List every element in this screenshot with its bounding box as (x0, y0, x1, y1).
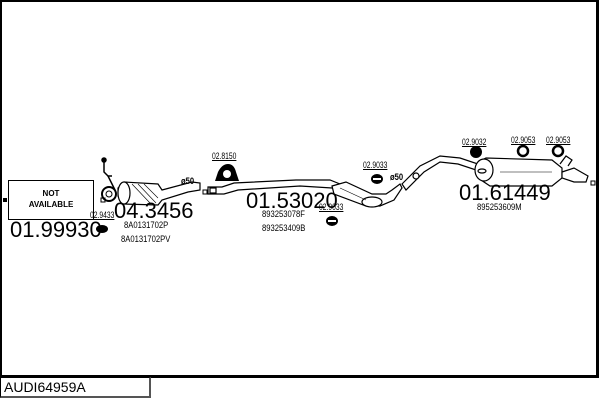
catalytic-converter (117, 181, 201, 206)
fitting-rubber-rear[interactable]: 02.9032 (462, 137, 487, 147)
diameter-label-1: ø50 (181, 176, 195, 186)
part-number-catalytic-converter[interactable]: 04.3456 (114, 198, 194, 223)
fitting-ring-rear-1[interactable]: 02.9053 (511, 135, 536, 145)
ref-middle-section-2: 893253409B (262, 223, 306, 233)
middle-silencer (331, 181, 403, 208)
ring-rear-2 (551, 144, 565, 158)
fitting-gasket-front[interactable]: 02.9433 (90, 210, 115, 220)
not-available-box: NOT AVAILABLE (8, 180, 94, 220)
not-available-line1: NOT (42, 189, 60, 198)
ref-middle-section-1: 893253078F (262, 209, 305, 219)
diagram-title: AUDI64959A (4, 379, 86, 395)
diagram-frame (0, 0, 599, 378)
rubber-mid-top (371, 174, 383, 184)
connector-rear (590, 180, 596, 186)
gasket-front (96, 186, 117, 233)
part-number-middle-section[interactable]: 01.53020 (246, 188, 338, 213)
fitting-rubber-mid-top[interactable]: 02.9033 (363, 160, 388, 170)
ref-rear-silencer-1: 895253609M (477, 202, 522, 212)
connector-left (3, 198, 7, 202)
rubber-rear (470, 146, 482, 158)
ring-rear-1 (516, 144, 530, 158)
lambda-sensor (101, 157, 116, 191)
fitting-rubber-mid-bottom[interactable]: 02.9033 (319, 202, 344, 212)
fitting-ring-rear-2[interactable]: 02.9053 (546, 135, 571, 145)
rear-silencer (474, 155, 589, 187)
diameter-label-2: ø50 (390, 172, 404, 182)
ref-catalytic-converter-1: 8A0131702P (124, 220, 169, 230)
part-number-rear-silencer[interactable]: 01.61449 (459, 180, 551, 205)
ref-catalytic-converter-2: 8A0131702PV (121, 234, 171, 244)
clamp-mid (215, 164, 239, 181)
not-available-line2: AVAILABLE (28, 200, 74, 209)
rubber-mid-bottom (326, 216, 338, 226)
part-number-front-pipe[interactable]: 01.99930 (10, 217, 102, 242)
title-box: AUDI64959A (0, 377, 151, 398)
connector-cat-out (202, 189, 208, 195)
fitting-clamp-mid[interactable]: 02.8150 (212, 151, 237, 161)
